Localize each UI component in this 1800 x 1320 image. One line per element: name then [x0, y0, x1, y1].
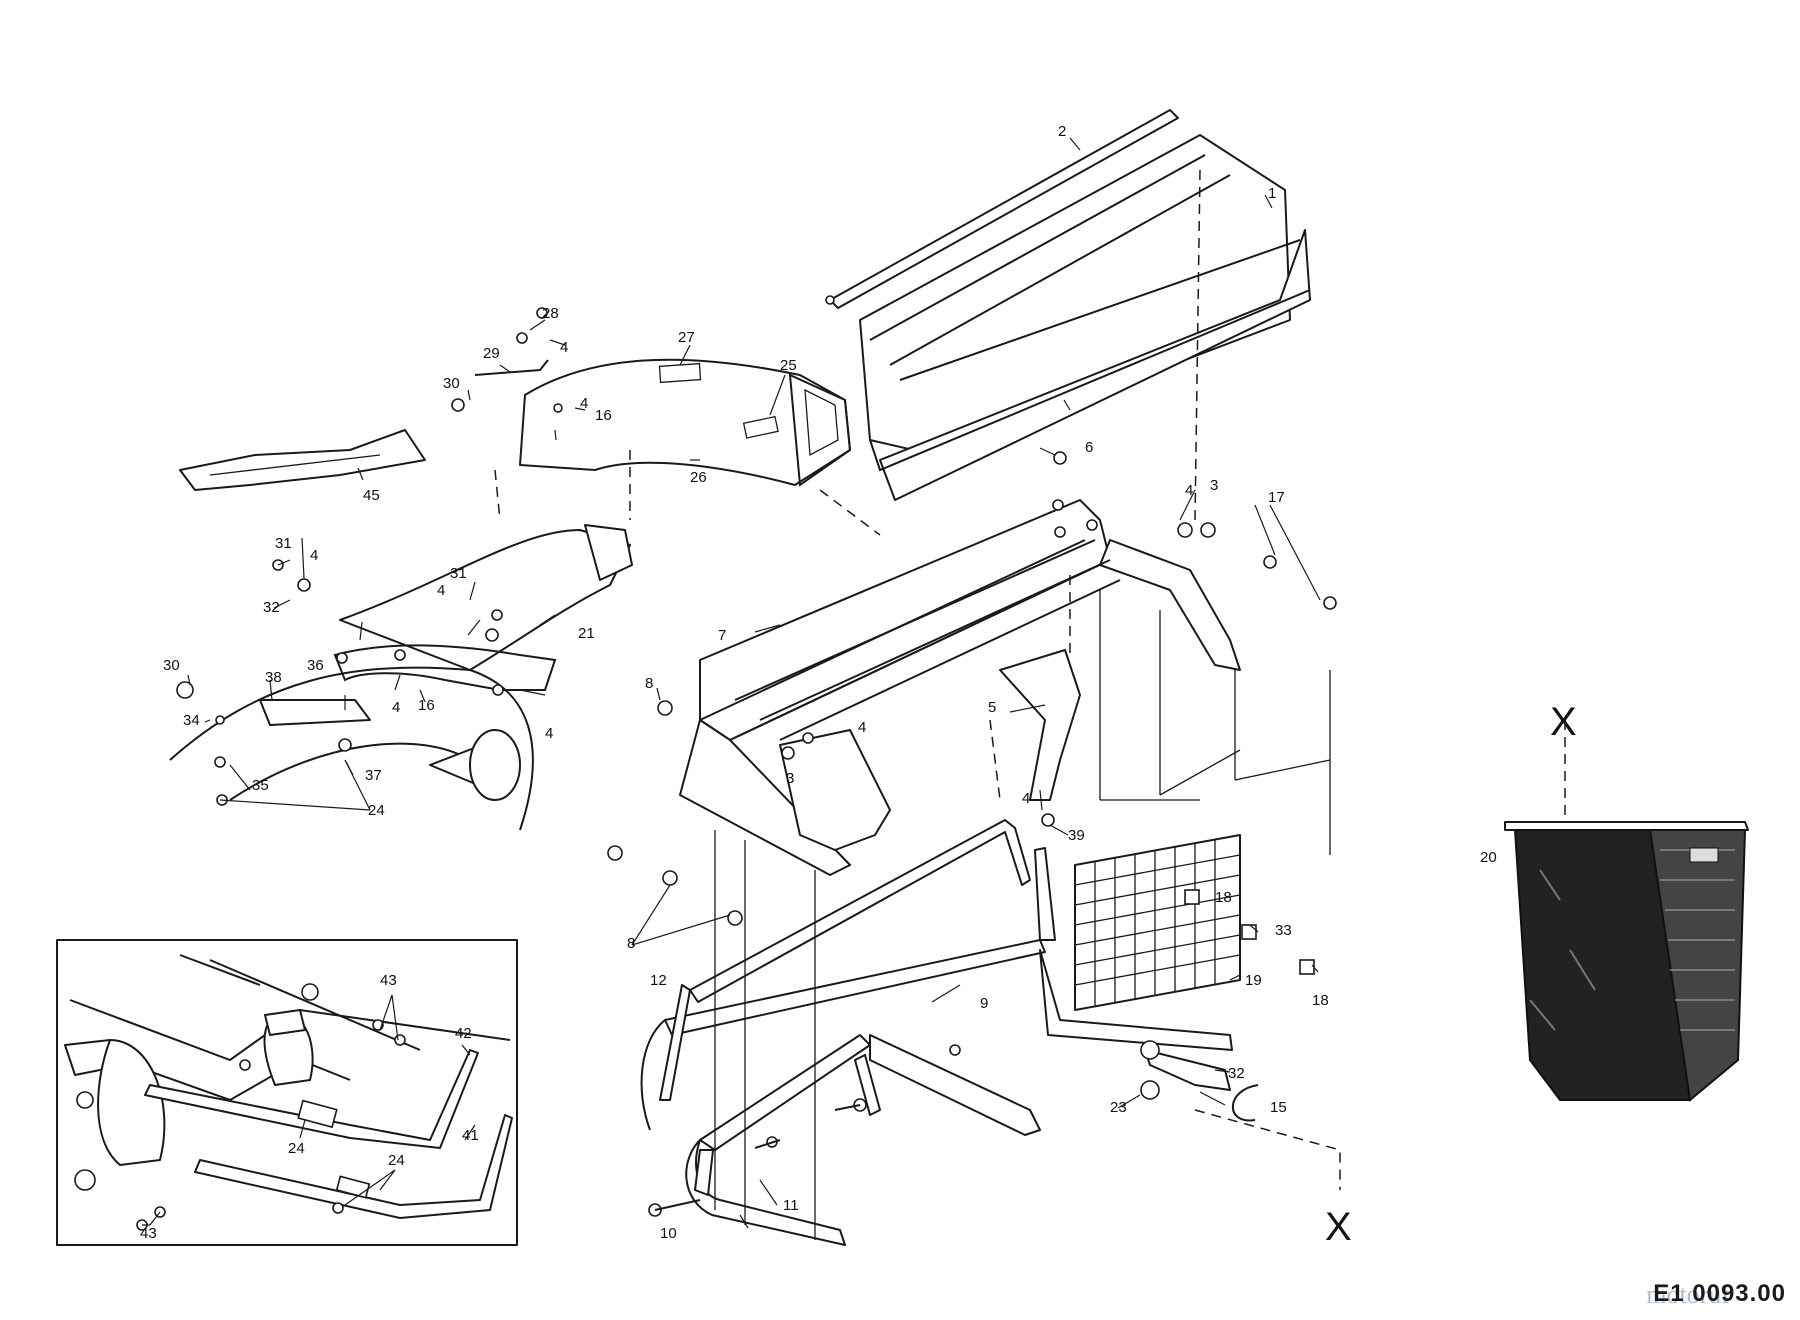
lower-frame[interactable]: [685, 1034, 1041, 1246]
deflector-plate[interactable]: [999, 649, 1081, 801]
callout-3b: 3: [786, 770, 794, 787]
deck-bracket[interactable]: [259, 644, 557, 726]
callout-15: 15: [1270, 1099, 1287, 1116]
callout-45: 45: [363, 487, 380, 504]
callout-4h: 4: [392, 699, 400, 716]
callout-10: 10: [660, 1225, 677, 1242]
callout-4f: 4: [310, 547, 318, 564]
callout-32: 32: [263, 599, 280, 616]
callout-43: 43: [380, 972, 397, 989]
discharge-chute[interactable]: [519, 358, 852, 487]
leader-lines: [142, 137, 1321, 1229]
inset-detail: [56, 939, 518, 1246]
callout-29: 29: [483, 345, 500, 362]
callout-41: 41: [462, 1127, 479, 1144]
callout-20: 20: [1480, 849, 1497, 866]
inset-arm-42[interactable]: [144, 1049, 479, 1149]
callout-34: 34: [183, 712, 200, 729]
bag-frame-top[interactable]: [679, 499, 1241, 876]
callout-18: 18: [1215, 889, 1232, 906]
callout-16: 16: [595, 407, 612, 424]
callout-43b: 43: [140, 1225, 157, 1242]
callout-9: 9: [980, 995, 988, 1012]
mower-blade[interactable]: [179, 429, 426, 491]
callout-4i: 4: [545, 725, 553, 742]
small-hardware[interactable]: [648, 1044, 961, 1217]
callout-38: 38: [265, 669, 282, 686]
callout-35: 35: [252, 777, 269, 794]
cover-rod[interactable]: [825, 109, 1179, 309]
watermark: motoruf: [1646, 1280, 1730, 1309]
bag-handle-frame[interactable]: [659, 819, 1031, 1101]
callout-11: 11: [783, 1197, 799, 1214]
callout-27: 27: [678, 329, 695, 346]
bag-mesh[interactable]: [1074, 834, 1241, 1011]
callout-1: 1: [1268, 185, 1276, 202]
callout-4d: 4: [560, 339, 568, 356]
callout-labels: 1 2 3 3 4 4 4 4 4 4 4 4 4 5 6 7 8 8 9 10…: [140, 123, 1577, 1249]
discharge-cone[interactable]: [429, 729, 521, 801]
callout-39: 39: [1068, 827, 1085, 844]
callout-8: 8: [645, 675, 653, 692]
bag-frame-panel[interactable]: [1099, 590, 1331, 855]
x-mark-lower: X: [1325, 1205, 1352, 1249]
callout-16b: 16: [418, 697, 435, 714]
drawing-code: E1 0093.00: [1653, 1280, 1786, 1307]
callout-4b: 4: [858, 719, 866, 736]
callout-3: 3: [1210, 477, 1218, 494]
callout-6: 6: [1085, 439, 1093, 456]
callout-36: 36: [307, 657, 324, 674]
callout-24c: 24: [388, 1152, 405, 1169]
callout-32b: 32: [1228, 1065, 1245, 1082]
callout-42: 42: [455, 1025, 472, 1042]
callout-25: 25: [780, 357, 797, 374]
callout-31: 31: [275, 535, 292, 552]
callout-17: 17: [1268, 489, 1285, 506]
fastener-set[interactable]: [176, 307, 563, 806]
callout-12: 12: [650, 972, 667, 989]
spacer-set[interactable]: [1184, 889, 1315, 975]
callout-8b: 8: [627, 935, 635, 952]
deck-chute[interactable]: [169, 524, 633, 831]
inset-bracket-assembly[interactable]: [64, 954, 511, 1191]
callout-28: 28: [542, 305, 559, 322]
bag-support-frame[interactable]: [640, 847, 1233, 1131]
callout-26: 26: [690, 469, 707, 486]
callout-5: 5: [988, 699, 996, 716]
grass-catcher-cover[interactable]: [859, 134, 1311, 501]
callout-4c: 4: [1022, 790, 1030, 807]
callout-7: 7: [718, 627, 726, 644]
callout-4: 4: [1185, 482, 1193, 499]
hook-set[interactable]: [834, 1040, 1259, 1122]
callout-19: 19: [1245, 972, 1262, 989]
callout-21: 21: [578, 625, 595, 642]
callout-33: 33: [1275, 922, 1292, 939]
callout-31b: 31: [450, 565, 467, 582]
callout-37: 37: [365, 767, 382, 784]
callout-30: 30: [443, 375, 460, 392]
callout-4e: 4: [580, 395, 588, 412]
callout-30b: 30: [163, 657, 180, 674]
callout-24b: 24: [288, 1140, 305, 1157]
callout-2: 2: [1058, 123, 1066, 140]
callout-23: 23: [1110, 1099, 1127, 1116]
bolt-set[interactable]: [607, 451, 1337, 926]
grass-bag[interactable]: [1504, 821, 1749, 1102]
callout-4g: 4: [437, 582, 445, 599]
callout-18b: 18: [1312, 992, 1329, 1009]
callout-24: 24: [368, 802, 385, 819]
inset-arm-41[interactable]: [194, 1114, 513, 1219]
x-mark-upper: X: [1550, 700, 1577, 744]
